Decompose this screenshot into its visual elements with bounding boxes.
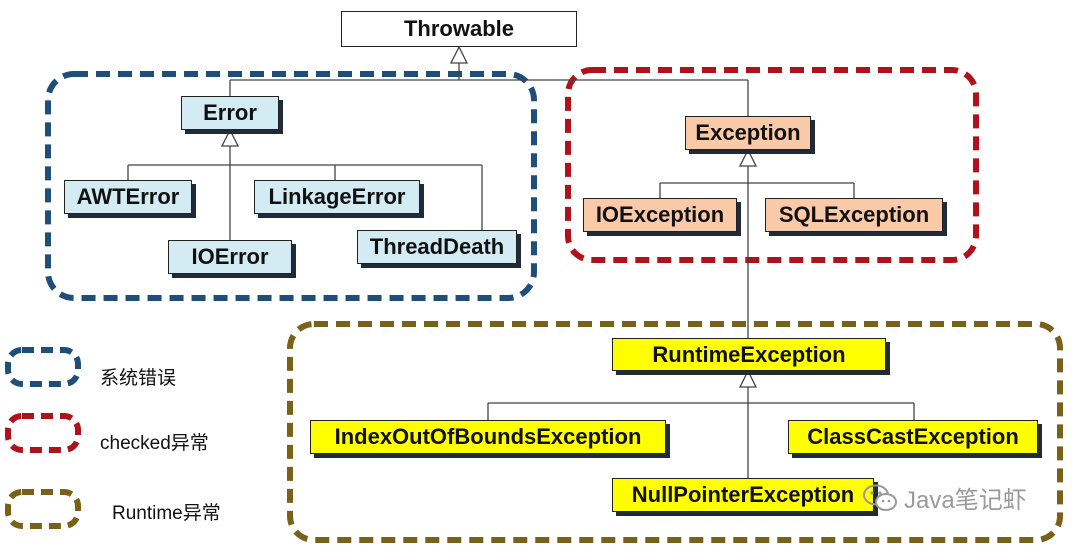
legend-runtime-swatch [5, 489, 81, 529]
error-inheritance-arrow [220, 128, 240, 147]
io-error-node: IOError [168, 240, 292, 274]
legend-error-swatch [5, 347, 81, 387]
error-group-boundary [45, 71, 537, 301]
null-pointer-node: NullPointerException [612, 478, 874, 512]
legend-checked-swatch [5, 413, 81, 453]
watermark: Java笔记虾 [862, 480, 1027, 515]
throwable-connectors [229, 63, 749, 116]
class-cast-node: ClassCastException [788, 420, 1038, 454]
awt-error-node: AWTError [64, 180, 192, 214]
exception-connectors [659, 166, 855, 338]
thread-death-node: ThreadDeath [357, 230, 517, 264]
wechat-icon [862, 483, 898, 513]
watermark-text: Java笔记虾 [904, 487, 1027, 514]
error-node: Error [181, 96, 279, 130]
throwable-node: Throwable [341, 11, 577, 47]
error-connectors [127, 146, 483, 240]
exception-inheritance-arrow [738, 148, 758, 167]
legend-error-label: 系统错误 [100, 368, 177, 389]
runtime-connectors [487, 387, 915, 478]
runtime-group-boundary [287, 321, 1063, 543]
sql-exception-node: SQLException [765, 198, 943, 232]
linkage-error-node: LinkageError [254, 180, 420, 214]
legend-runtime-label: Runtime异常 [112, 503, 221, 524]
throwable-inheritance-arrow [449, 45, 469, 64]
runtime-exception-node: RuntimeException [612, 338, 886, 371]
checked-group-boundary [565, 67, 979, 263]
index-out-of-bounds-node: IndexOutOfBoundsException [310, 420, 666, 454]
runtime-inheritance-arrow [738, 369, 758, 388]
io-exception-node: IOException [583, 198, 737, 232]
exception-node: Exception [685, 116, 811, 150]
legend-checked-label: checked异常 [100, 433, 209, 454]
